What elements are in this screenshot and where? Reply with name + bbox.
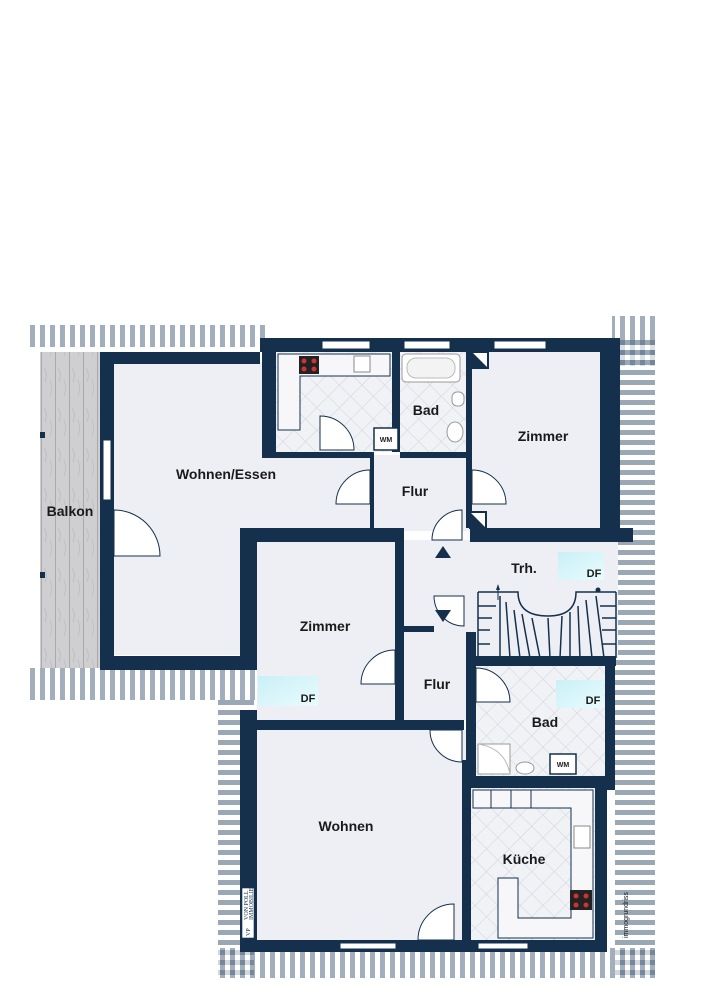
room-label-bad-mid: Bad <box>532 714 558 730</box>
staircase <box>477 584 617 659</box>
wm-mid-marker <box>549 753 577 775</box>
df-label-trh: DF <box>587 568 602 580</box>
logo-sub: IMMOBILIEN <box>249 883 255 920</box>
bath-top-fixtures: WM <box>373 353 465 451</box>
bath-mid-fixtures: WM <box>477 743 577 775</box>
room-label-wohnen-essen: Wohnen/Essen <box>176 466 276 482</box>
washbasin-icon <box>451 391 465 407</box>
credit-text: immogrundriss <box>623 892 630 938</box>
windows <box>102 340 547 950</box>
living-dining-floor <box>114 362 370 655</box>
wm-mid-label: WM <box>557 762 570 769</box>
room-label-zimmer-top: Zimmer <box>518 428 569 444</box>
room-label-zimmer-mid: Zimmer <box>300 618 351 634</box>
wm-label: WM <box>380 437 393 444</box>
living-floor <box>257 730 467 940</box>
von-poll-logo: VP VON POLL IMMOBILIEN <box>241 883 255 939</box>
sink-icon <box>353 355 371 373</box>
wm-marker <box>373 427 399 451</box>
kitchen-top-fixtures <box>277 353 391 431</box>
stove-kitchen-icon <box>570 890 592 910</box>
skylights: DF DF DF <box>258 552 604 708</box>
walls <box>100 338 633 952</box>
logo-name: VON POLL <box>244 890 250 920</box>
df-label-bad: DF <box>586 695 601 707</box>
skylight-bad <box>556 680 604 708</box>
room-label-flur-top: Flur <box>402 483 429 499</box>
room-labels: Balkon Wohnen/Essen Bad Zimmer Flur Trh.… <box>47 402 569 867</box>
stair-down-arrow-icon <box>435 610 451 622</box>
skylight-trh <box>558 552 604 580</box>
balcony-posts <box>40 432 45 578</box>
shower-icon <box>477 743 511 775</box>
room-label-bad-top: Bad <box>413 402 439 418</box>
df-label-zimmer: DF <box>301 693 316 705</box>
logo-initials: VP <box>246 928 252 936</box>
stair-up-arrow-icon <box>435 546 451 558</box>
kitchen-fixtures <box>472 789 594 939</box>
room-label-kueche: Küche <box>503 851 546 867</box>
room-label-flur-mid: Flur <box>424 676 451 692</box>
stair-direction-icons <box>435 546 451 622</box>
chimney-icons <box>469 351 489 529</box>
toilet-mid-icon <box>515 761 535 775</box>
sink-kitchen-icon <box>573 825 591 849</box>
room-label-wohnen: Wohnen <box>319 818 374 834</box>
hall-mid-floor <box>404 632 466 720</box>
room-label-trh: Trh. <box>511 560 537 576</box>
stove-icon <box>299 356 319 374</box>
room-label-balkon: Balkon <box>47 503 94 519</box>
toilet-icon <box>446 421 464 443</box>
doors <box>113 415 511 941</box>
balcony-floor <box>40 352 100 668</box>
skylight-zimmer <box>258 676 318 706</box>
